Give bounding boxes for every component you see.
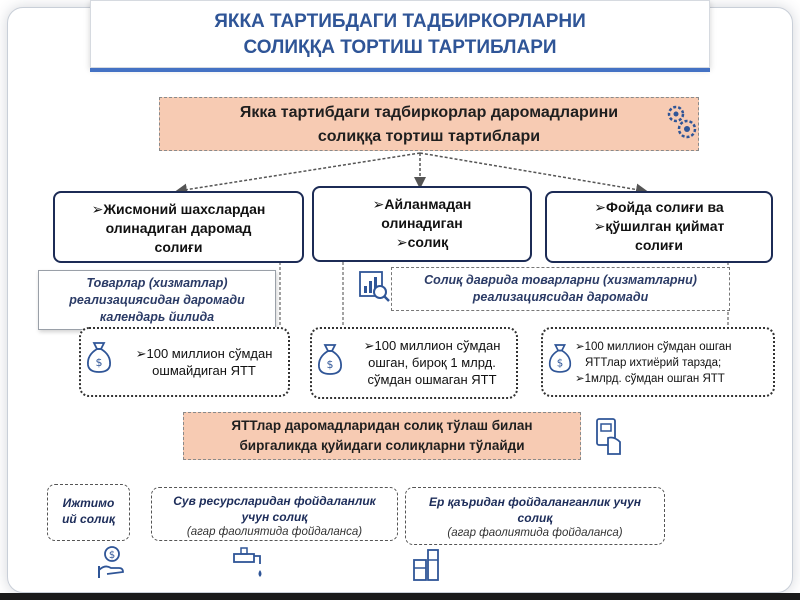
regime-income-line-2: олинадиган даромад xyxy=(105,220,252,236)
regime-profit-line-2: ➢қўшилган қиймат xyxy=(593,218,725,234)
regime-turnover-line-1: ➢Айланмадан xyxy=(372,196,472,212)
threshold-voluntary-line-3: ➢1млрд. сўмдан ошган ЯТТ xyxy=(575,373,725,385)
tax-box-social: Ижтимо ий солиқ xyxy=(47,484,130,541)
additional-taxes-line-2: биргаликда қуйидаги солиқларни тўлайди xyxy=(239,438,525,453)
arrow-right xyxy=(419,152,648,196)
threshold-box-voluntary: $ ➢100 миллион сўмдан ошган ЯТТлар ихтиё… xyxy=(541,327,775,397)
threshold-1bn-line-2: ошган, бироқ 1 млрд. xyxy=(368,355,496,370)
mining-icon xyxy=(410,546,444,582)
tax-subsoil-line-2: солиқ xyxy=(517,511,553,525)
regime-box-income-tax: ➢Жисмоний шахслардан олинадиган даромад … xyxy=(53,191,304,263)
additional-taxes-box: ЯТТлар даромадларидан солиқ тўлаш билан … xyxy=(183,412,581,460)
svg-text:$: $ xyxy=(557,358,564,369)
main-box: Якка тартибдаги тадбиркорлар даромадлари… xyxy=(159,97,699,151)
svg-text:$: $ xyxy=(109,550,115,561)
chart-magnifier-icon xyxy=(357,269,391,303)
regime-income-line-3: солиғи xyxy=(154,239,203,255)
svg-text:$: $ xyxy=(96,356,103,369)
note-calendar-year: Товарлар (хизматлар) реализациясидан дар… xyxy=(38,270,276,330)
title-line-1: ЯККА ТАРТИБДАГИ ТАДБИРКОРЛАРНИ xyxy=(214,11,586,32)
title-underline xyxy=(90,68,710,72)
note-left-line-2: реализациясидан даромади xyxy=(69,293,245,307)
hand-coin-icon: $ xyxy=(97,544,127,580)
note-right-line-2: реализациясидан даромади xyxy=(472,290,649,304)
note-tax-period: Солиқ даврида товарларни (хизматларни) р… xyxy=(391,267,730,311)
gears-icon xyxy=(664,102,698,142)
money-bag-icon: $ xyxy=(85,339,113,375)
title-line-2: СОЛИҚҚА ТОРТИШ ТАРТИБЛАРИ xyxy=(243,37,557,58)
threshold-voluntary-line-1: ➢100 миллион сўмдан ошган xyxy=(575,341,732,353)
note-left-line-3: календарь йилида xyxy=(99,310,215,324)
additional-taxes-line-1: ЯТТлар даромадларидан солиқ тўлаш билан xyxy=(231,418,533,433)
card-payment-icon xyxy=(594,416,624,456)
tax-water-line-2: учун солиқ xyxy=(241,510,308,524)
tax-subsoil-line-1: Ер қаъридан фойдаланганлик учун xyxy=(428,495,642,509)
svg-text:$: $ xyxy=(327,358,334,371)
note-left-line-1: Товарлар (хизматлар) xyxy=(86,276,228,290)
regime-profit-line-1: ➢Фойда солиғи ва xyxy=(594,199,724,215)
regime-turnover-line-3: ➢солиқ xyxy=(395,234,449,250)
regime-box-turnover-tax: ➢Айланмадан олинадиган ➢солиқ xyxy=(312,186,532,262)
faucet-icon xyxy=(232,546,264,580)
tax-social-line-1: Ижтимо xyxy=(62,496,115,510)
tax-subsoil-note: (агар фаолиятида фойдаланса) xyxy=(447,527,623,539)
threshold-box-100m: $ ➢100 миллион сўмдан ошмайдиган ЯТТ xyxy=(79,327,290,397)
main-line-2: солиққа тортиш тартиблари xyxy=(317,128,541,145)
money-bag-icon: $ xyxy=(547,341,573,375)
threshold-1bn-line-3: сўмдан ошмаган ЯТТ xyxy=(367,372,497,387)
bottom-band xyxy=(0,593,800,600)
title-box: ЯККА ТАРТИБДАГИ ТАДБИРКОРЛАРНИ СОЛИҚҚА Т… xyxy=(90,0,710,68)
threshold-100m-line-1: ➢100 миллион сўмдан xyxy=(135,346,273,361)
money-bag-icon: $ xyxy=(316,341,344,377)
regime-income-line-1: ➢Жисмоний шахслардан xyxy=(91,201,266,217)
threshold-1bn-line-1: ➢100 миллион сўмдан xyxy=(363,338,501,353)
main-line-1: Якка тартибдаги тадбиркорлар даромадлари… xyxy=(239,104,619,121)
tax-box-water: Сув ресурсларидан фойдаланлик учун солиқ… xyxy=(151,487,398,541)
tax-water-note: (агар фаолиятида фойдаланса) xyxy=(186,526,363,538)
note-right-line-1: Солиқ даврида товарларни (хизматларни) xyxy=(424,273,697,287)
tax-water-line-1: Сув ресурсларидан фойдаланлик xyxy=(173,494,376,508)
threshold-voluntary-line-2: ЯТТлар ихтиёрий тарзда; xyxy=(585,357,722,369)
tax-social-line-2: ий солиқ xyxy=(62,512,115,526)
regime-profit-line-3: солиғи xyxy=(635,237,683,253)
threshold-box-1bn: $ ➢100 миллион сўмдан ошган, бироқ 1 млр… xyxy=(310,327,518,399)
regime-box-profit-vat: ➢Фойда солиғи ва ➢қўшилган қиймат солиғи xyxy=(545,191,773,263)
regime-turnover-line-2: олинадиган xyxy=(381,215,463,231)
threshold-100m-line-2: ошмайдиган ЯТТ xyxy=(152,363,256,378)
arrow-left xyxy=(175,152,421,196)
tax-box-subsoil: Ер қаъридан фойдаланганлик учун солиқ (а… xyxy=(405,487,665,545)
